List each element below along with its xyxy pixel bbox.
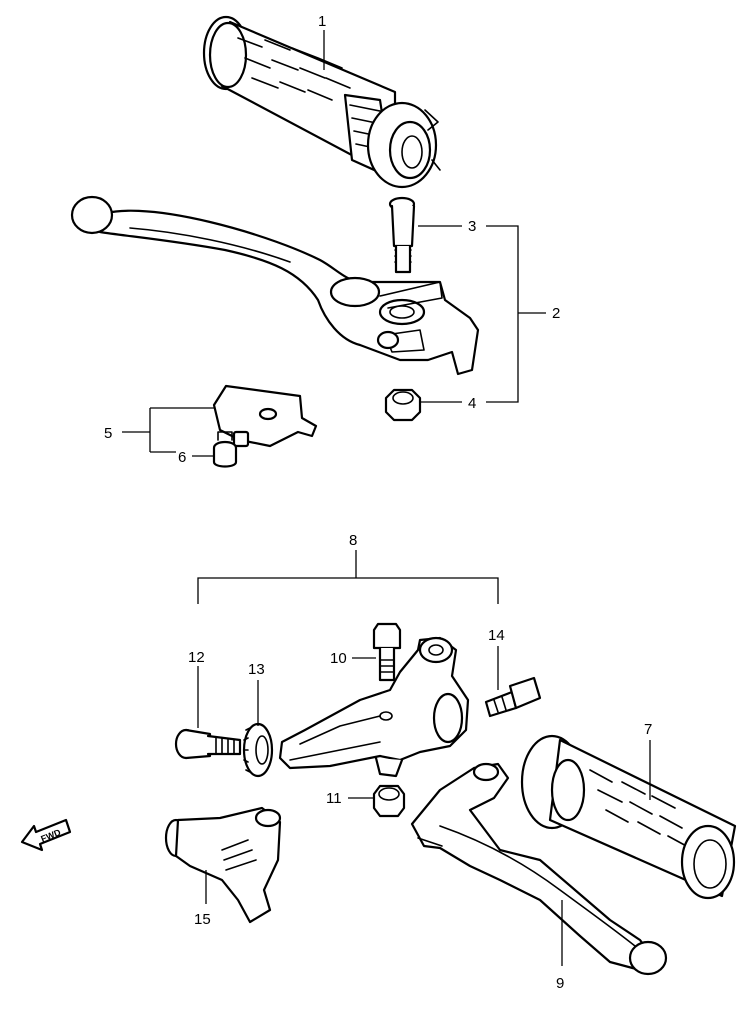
part-lever-holder[interactable] [278, 636, 470, 778]
part-left-grip[interactable] [520, 734, 737, 900]
callout-9: 9 [556, 975, 564, 992]
part-pivot-bolt-lower[interactable] [372, 622, 402, 682]
part-lever-cover[interactable] [164, 806, 282, 924]
leader-lines-lower [197, 550, 651, 966]
part-throttle-grip[interactable] [202, 15, 441, 189]
part-holder-screw[interactable] [484, 676, 542, 718]
callout-13: 13 [248, 661, 265, 678]
part-clutch-lever[interactable] [410, 762, 668, 976]
callout-2: 2 [552, 305, 560, 322]
part-nut-lower[interactable] [372, 784, 406, 818]
callout-1: 1 [318, 13, 326, 30]
callout-10: 10 [330, 650, 347, 667]
part-brake-switch[interactable] [212, 384, 318, 448]
callout-14: 14 [488, 627, 505, 644]
callout-5: 5 [104, 425, 112, 442]
leader-lines-upper [122, 30, 546, 457]
callout-11: 11 [326, 790, 342, 807]
part-switch-screw[interactable] [212, 431, 238, 468]
part-brake-lever[interactable] [70, 195, 480, 376]
part-adjuster-bolt[interactable] [174, 728, 242, 760]
part-pivot-bolt[interactable] [388, 196, 416, 274]
callout-12: 12 [188, 649, 205, 666]
fwd-arrow-icon: FWD [20, 818, 72, 852]
callout-15: 15 [194, 911, 211, 928]
part-adjuster-wheel[interactable] [242, 722, 274, 778]
callout-3: 3 [468, 218, 476, 235]
callout-7: 7 [644, 721, 652, 738]
part-nut-upper[interactable] [384, 388, 422, 422]
callout-8: 8 [349, 532, 357, 549]
callout-4: 4 [468, 395, 476, 412]
callout-6: 6 [178, 449, 186, 466]
